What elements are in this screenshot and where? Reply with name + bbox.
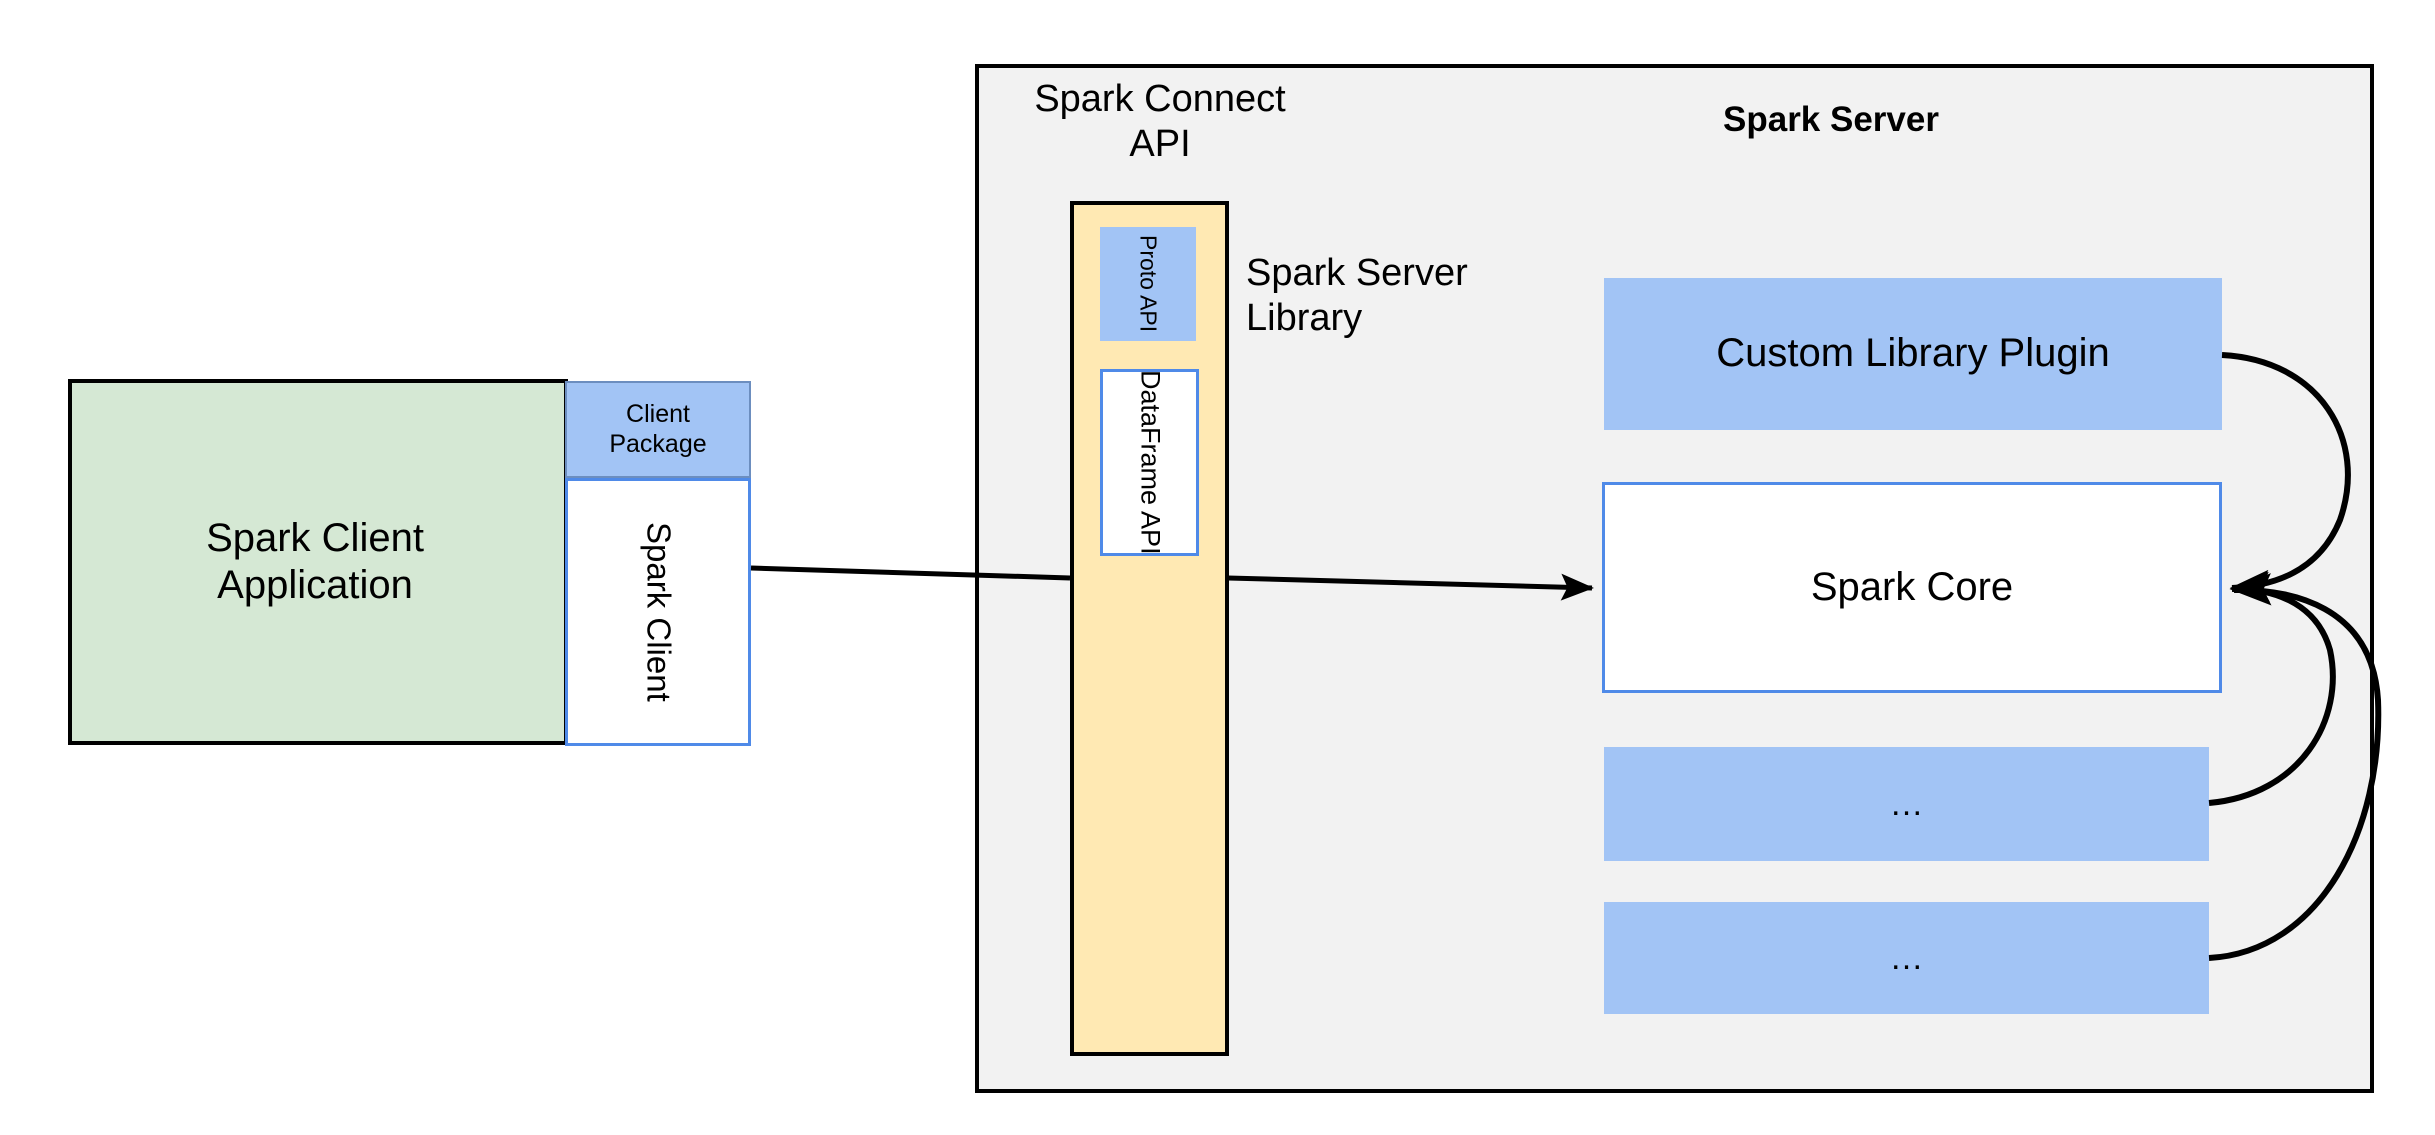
spark-client-application-label-line1: Spark Client bbox=[206, 515, 424, 560]
spark-server-library-label: Spark Server Library bbox=[1246, 246, 1536, 346]
client-package-label-line1: Client bbox=[626, 400, 690, 428]
custom-library-plugin-label: Custom Library Plugin bbox=[1716, 331, 2110, 376]
more-components-label-2: … bbox=[1889, 938, 1924, 977]
spark-connect-api-label-line1: Spark Connect bbox=[1034, 78, 1286, 121]
spark-server-library-label-line1: Spark Server bbox=[1246, 252, 1468, 295]
dataframe-api-block: DataFrame API bbox=[1100, 369, 1199, 556]
proto-api-block: Proto API bbox=[1100, 227, 1196, 341]
spark-client-block: Spark Client bbox=[565, 478, 751, 746]
spark-client-application-block: Spark Client Application bbox=[68, 379, 568, 745]
spark-client-application-label-line2: Application bbox=[217, 563, 413, 607]
spark-core-label: Spark Core bbox=[1810, 564, 2014, 609]
spark-server-title: Spark Server bbox=[1723, 100, 1939, 140]
spark-core-block: Spark Core bbox=[1602, 482, 2222, 693]
spark-client-application-label: Spark Client Application bbox=[206, 515, 430, 609]
more-components-block-2: … bbox=[1604, 902, 2209, 1014]
spark-server-library-label-line2: Library bbox=[1246, 297, 1363, 339]
spark-connect-api-column bbox=[1070, 201, 1229, 1056]
dataframe-api-label: DataFrame API bbox=[1135, 370, 1166, 555]
client-package-block: Client Package bbox=[565, 381, 751, 478]
client-package-label: Client Package bbox=[609, 400, 706, 459]
more-components-label-1: … bbox=[1889, 784, 1924, 823]
spark-client-label: Spark Client bbox=[640, 522, 678, 702]
spark-connect-api-label-line2: API bbox=[1129, 123, 1191, 165]
spark-connect-api-label: Spark Connect API bbox=[1005, 68, 1315, 176]
more-components-block-1: … bbox=[1604, 747, 2209, 861]
proto-api-label: Proto API bbox=[1135, 235, 1162, 333]
custom-library-plugin-block: Custom Library Plugin bbox=[1604, 278, 2222, 430]
client-package-label-line2: Package bbox=[609, 429, 707, 458]
